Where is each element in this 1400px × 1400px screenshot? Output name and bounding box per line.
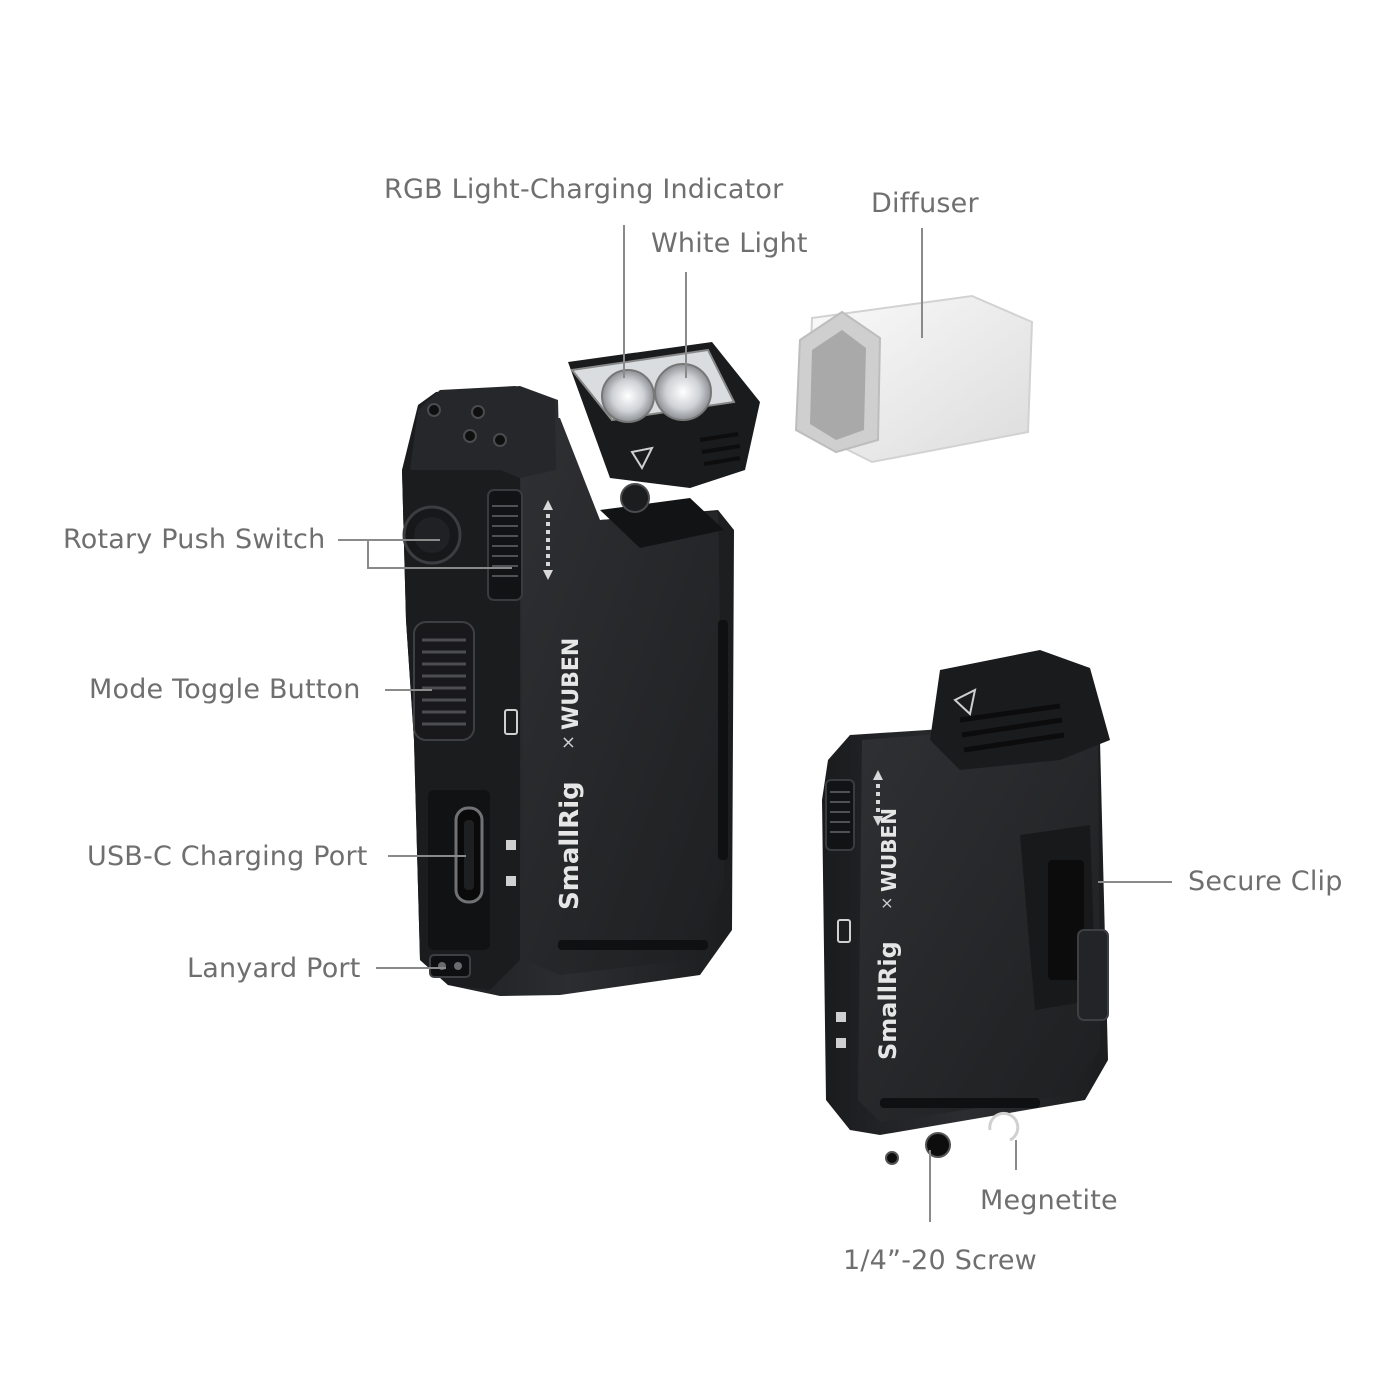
label-usb-c-port: USB-C Charging Port <box>87 841 368 872</box>
brand-smallrig-clip: SmallRig <box>874 941 902 1060</box>
mode-toggle-button <box>413 621 475 741</box>
label-magnetite: Megnetite <box>980 1185 1118 1216</box>
label-secure-clip: Secure Clip <box>1188 866 1343 897</box>
screw-hole <box>925 1132 951 1158</box>
label-rotary-switch: Rotary Push Switch <box>63 524 326 555</box>
magnet-icon <box>988 1111 1020 1142</box>
rgb-led-lens <box>601 369 655 423</box>
label-rgb-indicator: RGB Light-Charging Indicator <box>384 174 784 205</box>
label-mode-toggle: Mode Toggle Button <box>89 674 361 705</box>
bottom-slot <box>558 940 708 950</box>
leader-lines <box>338 225 1172 1222</box>
clip-light-body <box>822 650 1110 1165</box>
white-light-head <box>568 342 760 548</box>
brand-x-clip: × <box>877 897 896 910</box>
battery-icon <box>504 709 518 735</box>
diffuser-cap <box>794 294 1034 464</box>
hot-warning-icon <box>630 446 654 471</box>
leader-rotary-switch <box>338 539 512 569</box>
lanyard-port <box>429 954 471 978</box>
brand-wuben-main: WUBEN <box>559 638 584 730</box>
rotary-push-switch <box>402 489 553 601</box>
brand-x-main: × <box>558 735 579 750</box>
label-screw: 1/4”-20 Screw <box>843 1245 1037 1276</box>
white-led-lens <box>654 363 712 421</box>
label-diffuser: Diffuser <box>871 188 979 219</box>
brand-wuben-clip: WUBEN <box>877 808 901 892</box>
label-white-light: White Light <box>651 228 808 259</box>
label-lanyard-port: Lanyard Port <box>187 953 361 984</box>
brand-smallrig-main: SmallRig <box>555 781 585 910</box>
side-slot <box>718 620 728 860</box>
